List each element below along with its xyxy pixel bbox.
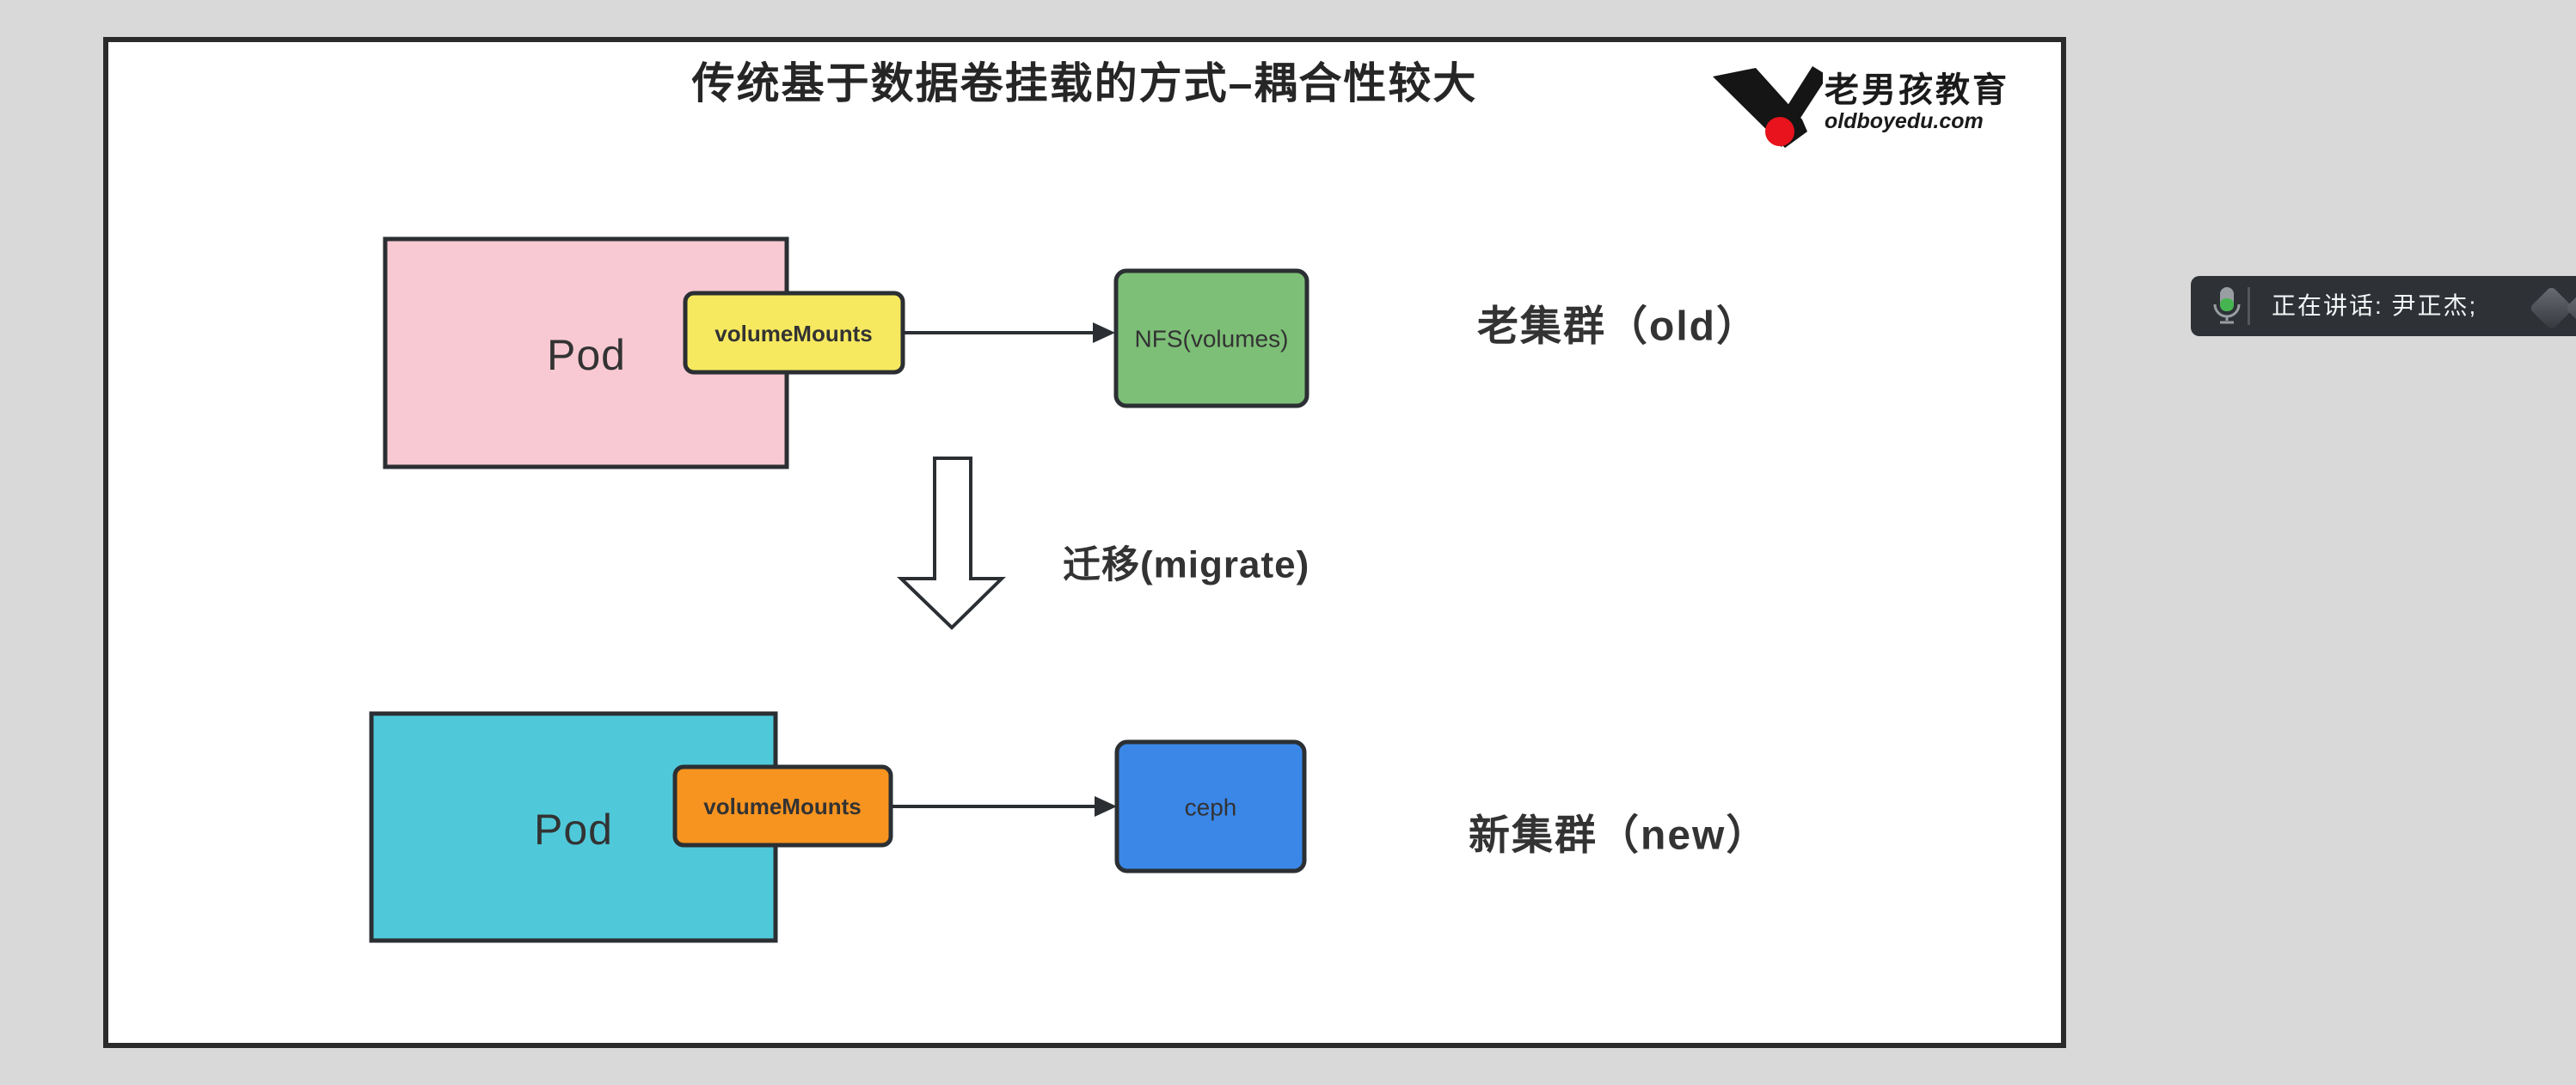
oldboyedu-logo: 老男孩教育 oldboyedu.com	[1711, 64, 2012, 150]
old-volumemounts-box	[683, 291, 905, 375]
new-storage-box	[1114, 739, 1307, 874]
microphone-icon	[2213, 287, 2241, 324]
diagram-title: 传统基于数据卷挂载的方式–耦合性较大	[691, 59, 1478, 107]
mic-level-fill	[2220, 298, 2234, 311]
old-connector-arrowhead	[1093, 322, 1115, 343]
old-volumemounts-label: volumeMounts	[715, 321, 872, 346]
old-cluster-caption: 老集群（old）	[1477, 304, 1759, 350]
new-connector-arrowhead	[1095, 796, 1117, 817]
migrate-label: 迁移(migrate)	[1063, 544, 1309, 586]
oldboyedu-v-mark-icon	[1713, 66, 1823, 148]
new-storage-label: ceph	[1185, 794, 1237, 821]
migrate-down-arrow-icon	[897, 457, 1006, 630]
speaking-status-text: 正在讲话: 尹正杰;	[2272, 292, 2478, 319]
divider	[2248, 287, 2250, 325]
migration-diagram: Pod volumeMounts NFS(volumes) 老集群（old） 迁…	[369, 236, 1769, 943]
logo-text-block: 老男孩教育 oldboyedu.com	[1825, 71, 2009, 133]
speaking-indicator-bar[interactable]: 正在讲话: 尹正杰;	[2191, 276, 2576, 336]
old-pod-label: Pod	[547, 331, 626, 379]
logo-red-dot	[1765, 117, 1794, 146]
old-storage-box	[1113, 268, 1309, 408]
whiteboard-canvas: 传统基于数据卷挂载的方式–耦合性较大 老男孩教育 oldboyedu.com P…	[103, 37, 2066, 1048]
logo-brand-name: 老男孩教育	[1825, 71, 2009, 109]
new-volumemounts-label: volumeMounts	[703, 794, 861, 819]
new-volumemounts-box	[672, 764, 893, 848]
old-storage-label: NFS(volumes)	[1135, 326, 1289, 352]
new-pod-label: Pod	[534, 806, 613, 854]
meeting-app-watermark-icon	[2565, 285, 2576, 331]
logo-domain: oldboyedu.com	[1825, 109, 1984, 133]
new-cluster-caption: 新集群（new）	[1469, 813, 1769, 859]
mic-stand-arc	[2213, 303, 2241, 318]
